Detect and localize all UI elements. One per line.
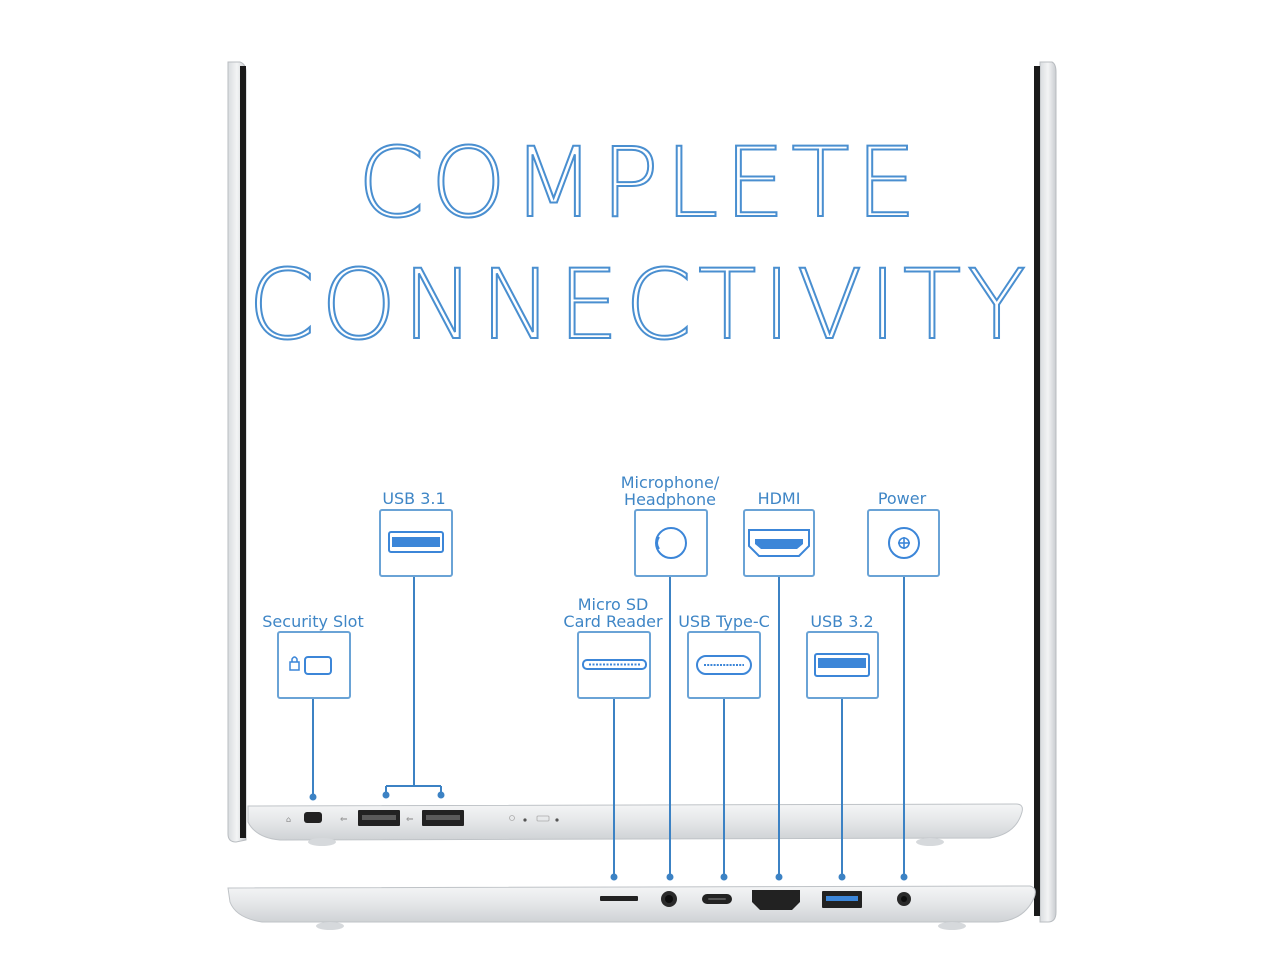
microphone-box <box>634 509 708 577</box>
label-usb-type-c: USB Type-C <box>678 612 770 631</box>
svg-text:⇐: ⇐ <box>406 815 414 825</box>
usb-c-icon <box>696 655 752 675</box>
left-laptop-base: ⌂ ⇐ ⇐ <box>247 803 1023 846</box>
label-microphone-line-1: Microphone/ <box>620 473 720 492</box>
usb31-box <box>379 509 453 577</box>
usb32-box <box>806 631 879 699</box>
power-box <box>867 509 940 577</box>
svg-text:⇐: ⇐ <box>340 815 348 825</box>
label-power: Power <box>877 489 927 508</box>
micro-sd-box <box>577 631 651 699</box>
usb-a-icon <box>388 531 444 553</box>
lock-icon <box>289 656 332 675</box>
micro-sd-icon <box>582 659 647 670</box>
headline-line-2: CONNECTIVITY <box>247 249 1033 361</box>
laptop-micro-sd-slot <box>600 896 638 901</box>
right-laptop-base <box>227 885 1036 930</box>
label-usb31: USB 3.1 <box>382 489 446 508</box>
audio-jack-icon <box>655 527 687 559</box>
left-laptop-lid <box>227 61 247 843</box>
power-dc-icon <box>888 527 920 559</box>
usb-type-c-box <box>687 631 761 699</box>
svg-text:⌂: ⌂ <box>286 815 291 824</box>
callout-lines <box>312 576 905 876</box>
hdmi-icon <box>748 529 810 557</box>
usb-a-icon <box>814 653 870 677</box>
security-slot-box <box>277 631 351 699</box>
laptop-hdmi-port <box>752 890 800 910</box>
laptop-security-slot <box>304 812 322 823</box>
label-micro-sd-line-2: Card Reader <box>563 612 663 631</box>
label-micro-sd-line-1: Micro SD <box>577 595 649 614</box>
headline-line-1: COMPLETE <box>357 127 923 239</box>
label-microphone-line-2: Headphone <box>624 490 716 509</box>
label-usb32: USB 3.2 <box>810 612 874 631</box>
right-laptop-lid <box>1034 61 1057 923</box>
label-security-slot: Security Slot <box>262 612 364 631</box>
callout-dots <box>309 791 908 881</box>
label-hdmi: HDMI <box>757 489 801 508</box>
hdmi-box <box>743 509 815 577</box>
